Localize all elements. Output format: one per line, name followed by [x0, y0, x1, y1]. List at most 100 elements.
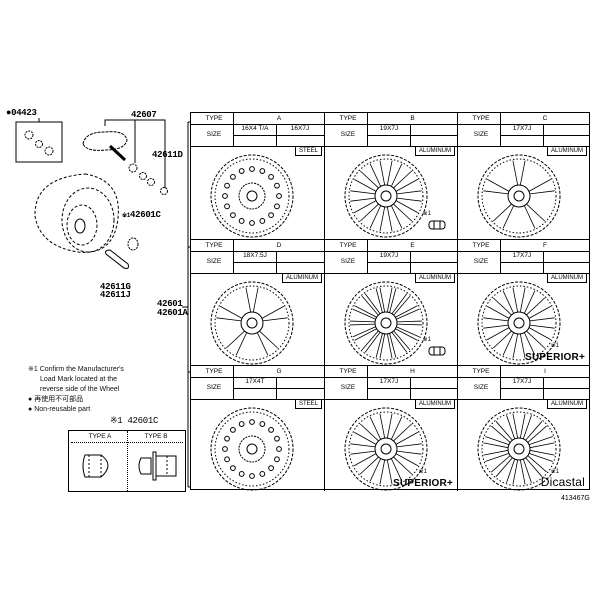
note-line-3: reverse side of the Wheel: [40, 386, 120, 393]
legend-non-reusable-jp: ● 再使用不可部品: [28, 396, 84, 403]
wheel-cell-type-d: TYPE D SIZE 18X7.5J ALUMINUM: [191, 239, 324, 365]
tire-wheel-icon: [34, 173, 119, 253]
wheel-e-icon: [344, 281, 428, 365]
wheel-spec-header: TYPE G SIZE 17X4T: [191, 366, 324, 400]
legend-non-reusable-en: ● Non-reusable part: [28, 406, 91, 413]
material-label: ALUMINUM: [281, 274, 322, 283]
wheel-type-table: TYPE A SIZE 16X4 T/A 16X7J STEEL TYPE B …: [190, 112, 590, 491]
wheel-spec-header: TYPE F SIZE 17X7J: [458, 240, 589, 274]
tpms-part-label: 42607: [131, 110, 157, 120]
nut-types-box: TYPE A TYPE B: [68, 430, 186, 492]
manufacturer-brand: Dicastal: [540, 475, 585, 489]
material-label: ALUMINUM: [546, 147, 587, 156]
valve-stem-part-labels: 42611G 42611J: [100, 282, 131, 300]
wheel-steel2-icon: [210, 407, 294, 491]
load-mark-nut-icon: [428, 346, 446, 356]
material-label: ALUMINUM: [414, 400, 455, 409]
manufacturer-brand: SUPERIOR+: [393, 478, 453, 489]
size-value: 17X4T: [245, 378, 265, 385]
note-line-1: ※1 Confirm the Manufacturer's: [28, 366, 124, 373]
note-line-2: Load Mark located at the: [40, 376, 118, 383]
material-label: ALUMINUM: [546, 400, 587, 409]
notes-block: ※1 Confirm the Manufacturer's Load Mark …: [28, 365, 178, 415]
type-label: TYPE: [339, 242, 357, 249]
wheel-cell-type-a: TYPE A SIZE 16X4 T/A 16X7J STEEL: [191, 113, 324, 239]
load-mark-nut-icon: [428, 220, 446, 230]
size-label: SIZE: [340, 384, 356, 391]
type-code: F: [543, 242, 547, 249]
size-value: 17X7J: [512, 378, 532, 385]
load-mark-note: ※1: [422, 337, 431, 343]
valve-part-label: 42611D: [152, 150, 183, 160]
valve-stem-icon: [105, 249, 129, 269]
type-label: TYPE: [472, 368, 490, 375]
type-code: D: [276, 242, 282, 249]
wheel-h-icon: [344, 407, 428, 491]
load-mark-note: ※1: [418, 469, 427, 475]
type-code: E: [410, 242, 415, 249]
wheel-nut-part-label: ※142601C: [122, 210, 161, 220]
wheel-f-icon: [477, 281, 561, 365]
size-label: SIZE: [473, 384, 489, 391]
bullet-icon: ●: [28, 406, 35, 413]
wheel-cell-type-g: TYPE G SIZE 17X4T STEEL: [191, 365, 324, 491]
wheel-c-icon: [477, 154, 561, 238]
type-label: TYPE: [205, 368, 223, 375]
type-label: TYPE: [205, 115, 223, 122]
size-value: 18X7.5J: [243, 252, 267, 259]
size-value: 16X4 T/A: [241, 125, 269, 132]
nut-type-a-icon: [82, 454, 109, 478]
wheel-d-icon: [210, 281, 294, 365]
material-label: STEEL: [294, 400, 322, 409]
size-label: SIZE: [206, 131, 222, 138]
type-code: G: [276, 368, 282, 375]
kit-part-label: ●04423: [6, 108, 37, 118]
size-label: SIZE: [473, 258, 489, 265]
nut-type-b-icon: [138, 451, 177, 481]
size-label: SIZE: [340, 258, 356, 265]
wheel-spec-header: TYPE C SIZE 17X7J: [458, 113, 589, 147]
load-mark-note: ※1: [550, 469, 559, 475]
type-code: B: [410, 115, 415, 122]
material-label: ALUMINUM: [414, 147, 455, 156]
bullet-icon: ●: [28, 396, 35, 403]
non-reusable-bullet: ●: [6, 108, 12, 118]
size-label: SIZE: [473, 131, 489, 138]
wheel-nut-icon: [127, 237, 139, 251]
load-mark-note: ※1: [422, 211, 431, 217]
type-label: TYPE: [339, 368, 357, 375]
type-code: H: [410, 368, 415, 375]
nut-type-b-label: TYPE B: [144, 433, 168, 440]
wheel-spec-header: TYPE A SIZE 16X4 T/A 16X7J: [191, 113, 324, 147]
type-label: TYPE: [205, 242, 223, 249]
size-value: 19X7J: [379, 125, 399, 132]
nut-types-title: ※1 42601C: [110, 416, 159, 426]
type-label: TYPE: [472, 242, 490, 249]
wheel-steel-icon: [210, 154, 294, 238]
wheel-cell-type-b: TYPE B SIZE 19X7J ALUMINUM ※1: [324, 113, 457, 239]
wheel-spec-header: TYPE D SIZE 18X7.5J: [191, 240, 324, 274]
kit-box-icon: [15, 118, 63, 163]
type-code: C: [542, 115, 548, 122]
material-label: ALUMINUM: [414, 274, 455, 283]
load-mark-note: ※1: [550, 343, 559, 349]
wheel-b-icon: [344, 154, 428, 238]
wheel-cell-type-e: TYPE E SIZE 19X7J ALUMINUM ※1: [324, 239, 457, 365]
type-label: TYPE: [339, 115, 357, 122]
size-value: 17X7J: [379, 378, 399, 385]
wheel-i-icon: [477, 407, 561, 491]
size-label: SIZE: [206, 258, 222, 265]
manufacturer-brand: SUPERIOR+: [525, 352, 585, 363]
size-value: 19X7J: [379, 252, 399, 259]
material-label: ALUMINUM: [546, 274, 587, 283]
tpms-sensor-icon: [82, 119, 168, 195]
size-label: SIZE: [206, 384, 222, 391]
wheel-assy-part-labels: 42601 42601A: [157, 299, 188, 318]
wheel-spec-header: TYPE E SIZE 19X7J: [325, 240, 457, 274]
size-value: 17X7J: [512, 125, 532, 132]
divider: [127, 431, 128, 491]
wheel-spec-header: TYPE H SIZE 17X7J: [325, 366, 457, 400]
